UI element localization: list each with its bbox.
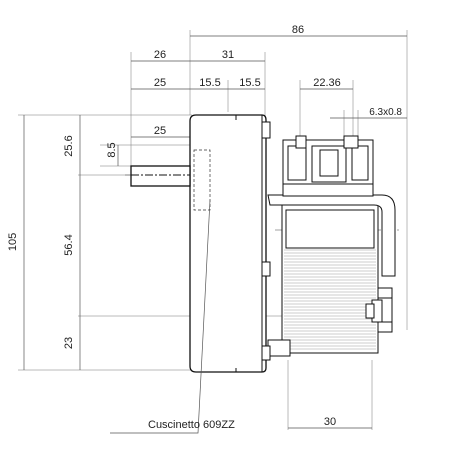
dim-to-shaft-face: 26 bbox=[154, 49, 166, 61]
dim-gear-half-left: 15.5 bbox=[199, 77, 220, 89]
dim-motor-width: 30 bbox=[324, 416, 336, 428]
cable-connector bbox=[365, 287, 393, 333]
dim-terminal-size: 6.3x0.8 bbox=[369, 107, 402, 118]
dim-shaft-to-mount: 56.4 bbox=[63, 234, 75, 255]
dim-top-to-shaft: 25.6 bbox=[63, 135, 75, 156]
dim-gear-half-right: 15.5 bbox=[239, 77, 260, 89]
terminal-block bbox=[282, 135, 374, 197]
dim-mount-to-bottom: 23 bbox=[63, 337, 75, 349]
dim-total-height: 105 bbox=[7, 233, 19, 251]
dimension-lines-horizontal bbox=[131, 35, 407, 429]
dim-coil-offset: 25 bbox=[154, 77, 166, 89]
gearbox bbox=[189, 114, 271, 373]
dim-shaft-length: 25 bbox=[154, 125, 166, 137]
motor-coil bbox=[281, 204, 379, 354]
motor-frame bbox=[267, 194, 396, 357]
extension-lines-vertical bbox=[130, 30, 408, 430]
dim-shaft-offset: 8.5 bbox=[106, 142, 118, 157]
dim-overall-width: 86 bbox=[292, 24, 304, 36]
dim-gearbox-width: 31 bbox=[222, 49, 234, 61]
dimension-texts: 86 26 31 25 15.5 15.5 22.36 6.3x0.8 25 8… bbox=[7, 24, 402, 431]
dimension-lines-vertical bbox=[23, 115, 119, 370]
dim-terminal-spacing: 22.36 bbox=[313, 77, 341, 89]
extension-lines-horizontal bbox=[18, 114, 290, 371]
bearing-label: Cuscinetto 609ZZ bbox=[148, 419, 235, 431]
output-shaft bbox=[130, 165, 191, 187]
bearing-leader bbox=[110, 199, 211, 434]
